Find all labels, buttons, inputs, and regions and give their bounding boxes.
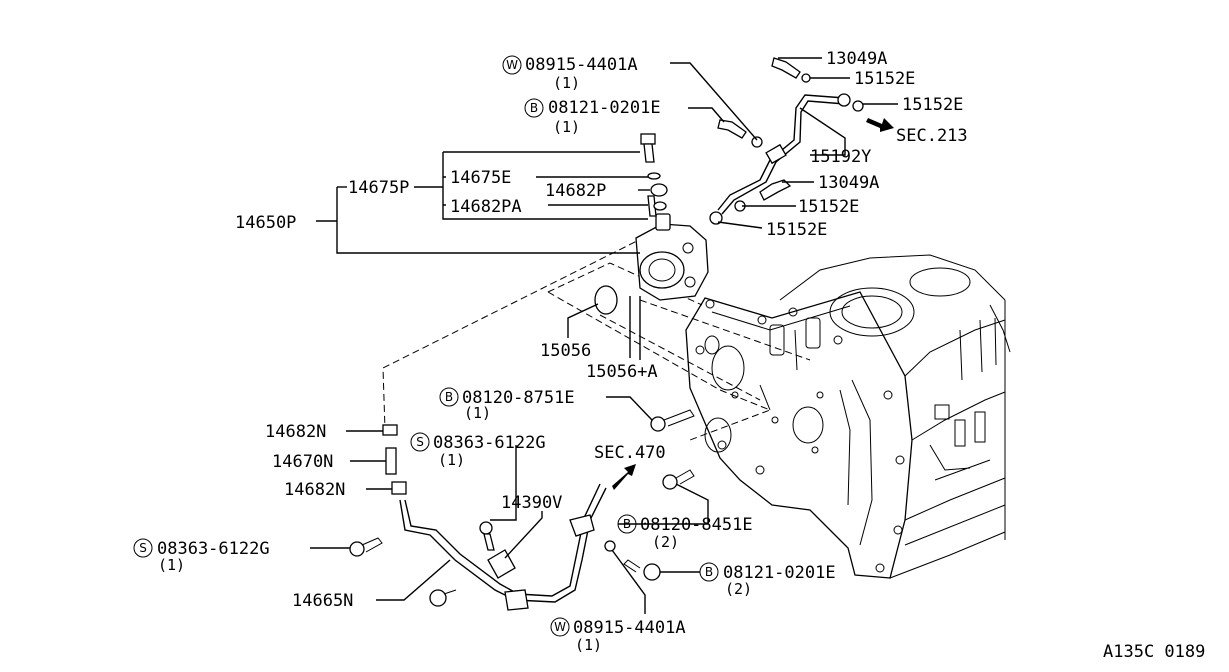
label-washer-top: 08915-4401A [525,55,638,75]
label-washer-top-qty: (1) [553,74,580,92]
label-14670n: 14670N [272,452,333,472]
top-pipe-drawing [640,57,864,225]
washer-prefix-bot: W [554,620,566,634]
label-bolt-top: 08121-0201E [548,98,661,118]
label-13049a-mid: 13049A [818,173,879,193]
bolt-prefix-bot: B [705,565,713,579]
label-screw-mid-qty: (1) [438,451,465,469]
spec-prefix-badges: W B B S S B B W [133,55,719,637]
label-14390v: 14390V [501,493,562,513]
label-bolt-bot-qty: (2) [725,580,752,598]
label-15152e-1: 15152E [854,69,915,89]
label-sec-213: SEC.213 [896,126,968,146]
label-15152e-4: 15152E [766,220,827,240]
label-14675e: 14675E [450,168,511,188]
bolt-prefix-top: B [530,101,538,115]
bolt-prefix-mid: B [445,390,453,404]
label-bolt-mid: 08120-8751E [462,388,575,408]
label-screw-left-qty: (1) [158,556,185,574]
pump-housing-drawing [594,213,709,315]
label-washer-bot: 08915-4401A [573,618,686,638]
diagram-id: A135C 0189 [1103,642,1205,662]
callout-leader-lines [310,57,898,614]
label-screw-mid: 08363-6122G [433,433,546,453]
label-bolt-mid-qty: (1) [464,404,491,422]
label-14682n-2: 14682N [284,480,345,500]
engine-block-drawing [685,254,1011,579]
label-15152e-3: 15152E [798,197,859,217]
label-15056: 15056 [540,341,591,361]
label-screw-left: 08363-6122G [157,539,270,559]
label-14682p: 14682P [545,181,606,201]
label-14650p: 14650P [235,213,296,233]
washer-prefix-top: W [506,58,518,72]
label-13049a-top: 13049A [826,49,887,69]
label-sec-470: SEC.470 [594,443,666,463]
label-14682pa: 14682PA [450,197,522,217]
screw-prefix-left: S [139,541,147,555]
label-bolt-low-qty: (2) [652,533,679,551]
part-labels: 13049A 15152E 15152E SEC.213 15192Y 1304… [157,49,1205,662]
label-14665n: 14665N [292,591,353,611]
label-14682n-1: 14682N [265,422,326,442]
label-15152e-2: 15152E [902,95,963,115]
bolt-prefix-low: B [623,517,631,531]
label-15192y: 15192Y [810,147,871,167]
label-bolt-bot: 08121-0201E [723,563,836,583]
label-15056a: 15056+A [586,362,658,382]
label-washer-bot-qty: (1) [575,636,602,654]
label-14675p: 14675P [348,178,409,198]
label-bolt-top-qty: (1) [553,118,580,136]
label-bolt-low: 08120-8451E [640,515,753,535]
screw-prefix-mid: S [416,435,424,449]
